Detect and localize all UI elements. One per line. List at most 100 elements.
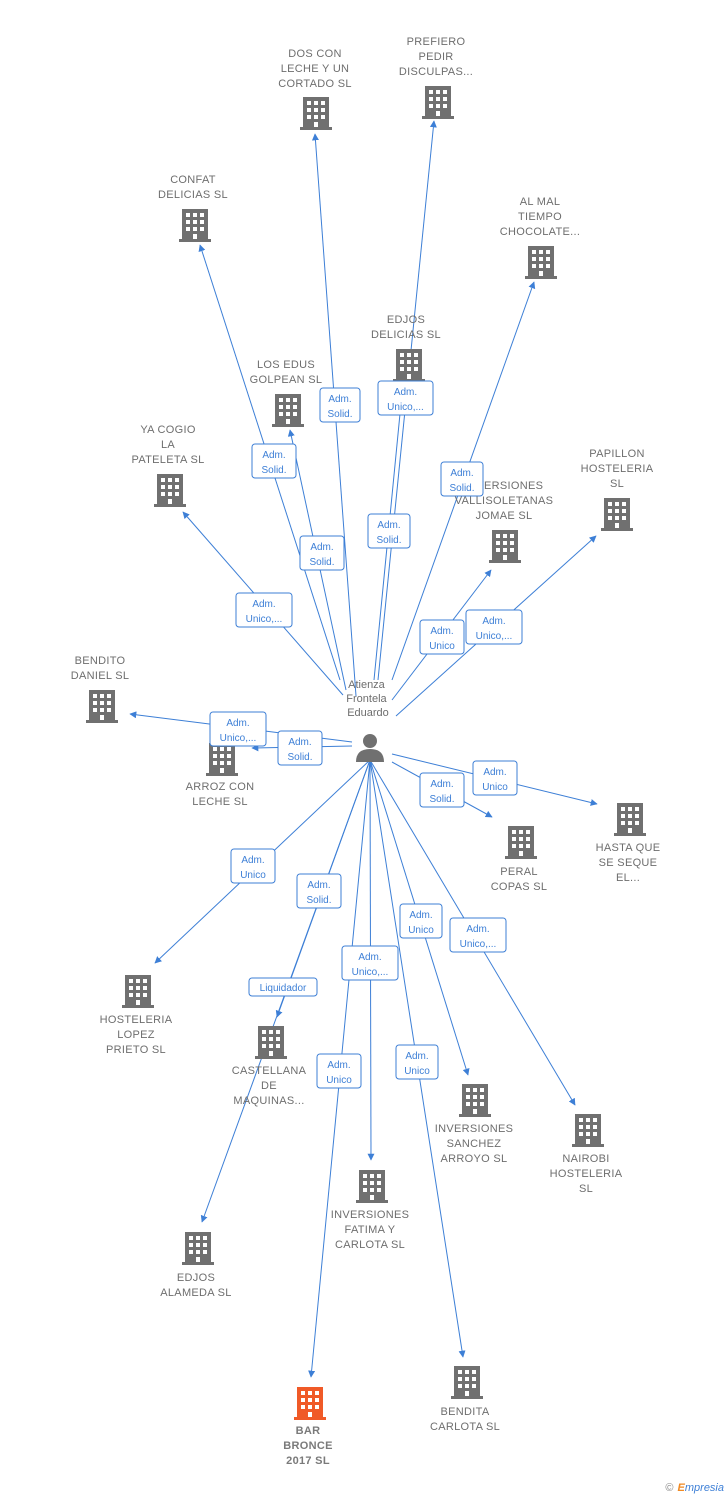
role-text-line: Unico — [326, 1075, 352, 1086]
company-name-line: HOSTELERIA — [100, 1014, 173, 1026]
role-label[interactable]: Adm.Solid. — [419, 772, 465, 808]
building-icon — [272, 394, 304, 427]
role-label[interactable]: Adm.Unico,... — [209, 711, 267, 747]
role-text-line: Adm. — [252, 599, 275, 610]
role-label[interactable]: Adm. Unico — [472, 760, 518, 796]
role-label[interactable]: Adm.Unico — [419, 619, 465, 655]
company-name-line: ALAMEDA SL — [160, 1287, 231, 1299]
role-text-line: Adm. — [377, 520, 400, 531]
company-name-line: LECHE SL — [192, 796, 248, 808]
company-name-line: PREFIERO — [407, 36, 466, 48]
role-label[interactable]: Adm.Unico — [399, 903, 443, 939]
role-label[interactable]: Adm.Solid. — [296, 873, 342, 909]
footer-brand: ©Empresia — [665, 1482, 724, 1494]
brand-initial: E — [677, 1482, 685, 1494]
role-label[interactable]: Adm. Solid. — [251, 443, 297, 479]
building-icon — [489, 530, 521, 563]
role-label[interactable]: Adm.Unico,... — [449, 917, 507, 953]
role-label[interactable]: Adm.Unico,... — [235, 592, 293, 628]
company-name-line: PEDIR — [418, 51, 453, 63]
role-text: Adm.Unico — [408, 910, 434, 936]
role-label[interactable]: Adm.Unico,... — [341, 945, 399, 981]
company-name-line: CARLOTA SL — [335, 1239, 405, 1251]
role-text-line: Adm. — [327, 1060, 350, 1071]
company-name-line: JOMAE SL — [476, 510, 533, 522]
role-text-line: Solid. — [306, 895, 331, 906]
role-text-line: Unico — [482, 782, 508, 793]
role-text: Adm. Solid. — [261, 450, 286, 476]
role-label[interactable]: Adm.Solid. — [319, 387, 361, 423]
role-text-line: Adm. — [430, 779, 453, 790]
company-name-line: EL... — [616, 872, 640, 884]
company-name-line: PAPILLON — [589, 448, 644, 460]
role-box — [248, 977, 318, 997]
role-label[interactable]: Adm.Unico — [395, 1044, 439, 1080]
role-label[interactable]: Adm.Unico — [230, 848, 276, 884]
role-text-line: Solid. — [261, 465, 286, 476]
role-box — [419, 619, 465, 655]
building-icon — [255, 1026, 287, 1059]
role-text-line: Unico,... — [476, 631, 513, 642]
company-name-line: AL MAL — [520, 196, 561, 208]
building-icon — [182, 1232, 214, 1265]
role-label[interactable]: Adm.Solid. — [299, 535, 345, 571]
company-name-line: EDJOS — [177, 1272, 215, 1284]
role-label[interactable]: Adm.Solid. — [277, 730, 323, 766]
role-text-line: Adm. — [241, 855, 264, 866]
role-box — [319, 387, 361, 423]
company-name-line: BENDITO — [75, 655, 126, 667]
role-label[interactable]: Adm.Unico,... — [377, 380, 434, 416]
role-text-line: Adm. — [394, 387, 417, 398]
company-name-line: VALLISOLETANAS — [455, 495, 554, 507]
company-name-line: 2017 SL — [286, 1455, 330, 1467]
role-box — [399, 903, 443, 939]
person-icon — [356, 734, 384, 762]
copyright-mark: © — [665, 1482, 674, 1494]
company-node-edjos-alameda[interactable]: EDJOS ALAMEDA SL — [160, 1232, 231, 1299]
person-name-line: Frontela — [346, 693, 387, 705]
role-label[interactable]: Adm.Unico,... — [465, 609, 523, 645]
role-text-line: Adm. — [262, 450, 285, 461]
role-label[interactable]: Adm.Solid. — [440, 461, 484, 497]
role-box — [377, 380, 434, 416]
role-text-line: Liquidador — [260, 983, 307, 994]
building-icon — [122, 975, 154, 1008]
role-text-line: Adm. — [405, 1051, 428, 1062]
role-label[interactable]: Adm. Unico — [316, 1053, 362, 1089]
role-text-line: Adm. — [466, 924, 489, 935]
role-text-line: Adm. — [483, 767, 506, 778]
company-name-line: DELICIAS SL — [158, 189, 228, 201]
company-name-line: HOSTELERIA — [550, 1168, 623, 1180]
role-text-line: Solid. — [376, 535, 401, 546]
person-node[interactable]: Atienza Frontela Eduardo — [346, 679, 389, 762]
role-label[interactable]: Adm. Solid. — [367, 513, 411, 549]
role-label[interactable]: Liquidador — [248, 977, 318, 997]
